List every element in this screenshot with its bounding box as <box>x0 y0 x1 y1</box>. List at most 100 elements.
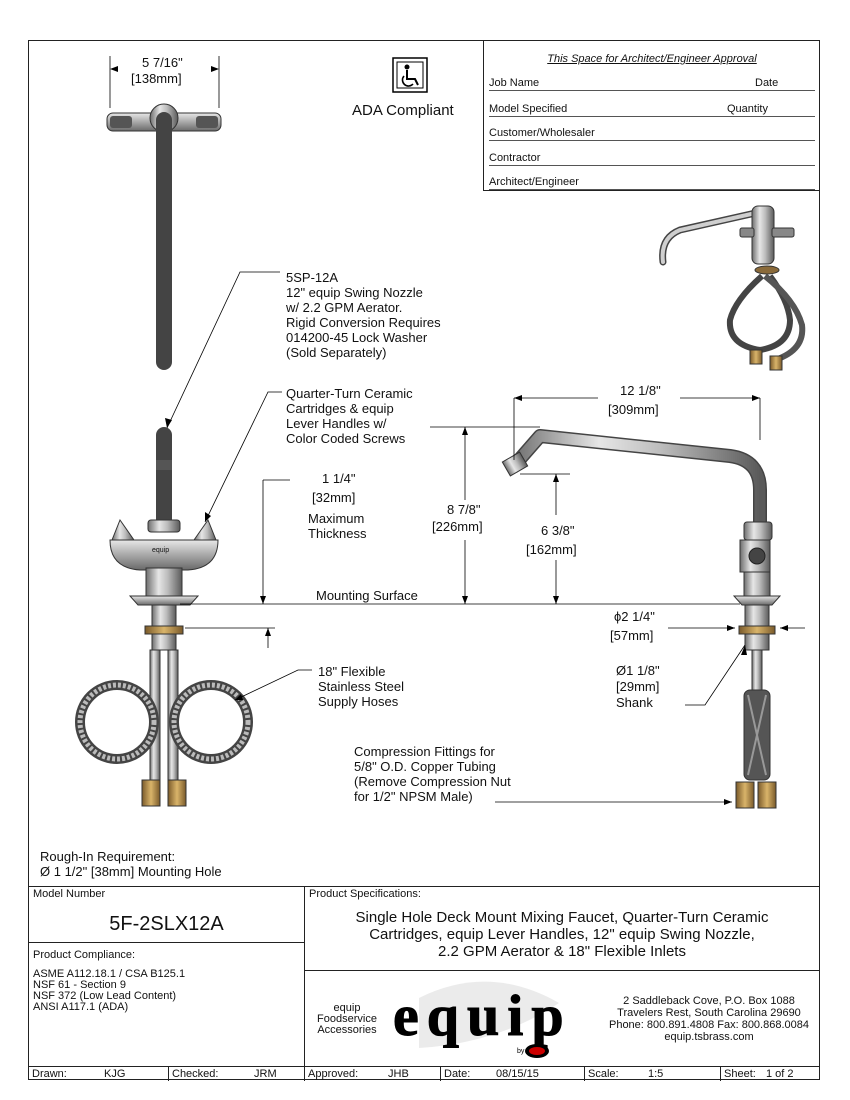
specs-line: Single Hole Deck Mount Mixing Faucet, Qu… <box>355 909 769 926</box>
brand-subtitle-line: Foodservice <box>317 1013 377 1025</box>
max-thickness-line: Maximum <box>308 511 365 526</box>
hoses-callout-line: Stainless Steel <box>318 679 404 694</box>
scale-label: Scale: <box>588 1068 619 1080</box>
base-diameter-label: ϕ2 1/4" <box>614 609 655 624</box>
product-specifications-box: Product Specifications: Single Hole Deck… <box>304 886 820 971</box>
specs-text: Single Hole Deck Mount Mixing Faucet, Qu… <box>305 909 819 960</box>
compliance-list: ASME A112.18.1 / CSA B125.1 NSF 61 - Sec… <box>33 969 185 1013</box>
date-label: Date: <box>444 1068 471 1080</box>
mounting-surface-label: Mounting Surface <box>316 588 418 603</box>
checked-value: JRM <box>254 1068 277 1080</box>
approved-label: Approved: <box>308 1068 359 1080</box>
specs-label: Product Specifications: <box>309 888 421 900</box>
date-value: 08/15/15 <box>496 1068 539 1080</box>
max-thickness-line: Thickness <box>308 526 367 541</box>
customer-label: Customer/Wholesaler <box>489 127 597 139</box>
nozzle-callout-line: Rigid Conversion Requires <box>286 315 441 330</box>
architect-label: Architect/Engineer <box>489 176 581 188</box>
side-view <box>501 429 782 809</box>
spout-height-mm-label: [162mm] <box>526 542 577 557</box>
hoses-callout-line: Supply Hoses <box>318 694 399 709</box>
drawing-info-row: Drawn: KJG Checked: JRM Approved: JHB Da… <box>28 1066 820 1081</box>
compression-callout-line: (Remove Compression Nut <box>354 774 511 789</box>
drawn-value: KJG <box>104 1068 126 1080</box>
compression-callout-line: for 1/2" NPSM Male) <box>354 789 473 804</box>
model-number: 5F-2SLX12A <box>109 913 224 935</box>
job-name-label: Job Name <box>489 77 542 89</box>
address-line: Travelers Rest, South Carolina 29690 <box>617 1007 801 1019</box>
reach-mm-label: [309mm] <box>608 402 659 417</box>
address-link[interactable]: equip.tsbrass.com <box>664 1031 754 1043</box>
shank-diameter-label: Ø1 1/8" <box>616 663 660 678</box>
ada-icon <box>392 57 428 93</box>
product-compliance-box: Product Compliance: ASME A112.18.1 / CSA… <box>28 942 305 1067</box>
front-view <box>75 427 253 807</box>
compliance-item: ASME A112.18.1 / CSA B125.1 <box>33 968 186 980</box>
thickness-label: 1 1/4" <box>322 471 356 486</box>
model-specified-field[interactable]: Model Specified Quantity <box>489 100 815 117</box>
brand-subtitle-line: Accessories <box>317 1024 377 1036</box>
compression-callout-line: 5/8" O.D. Copper Tubing <box>354 759 496 774</box>
height-label: 8 7/8" <box>447 502 481 517</box>
nozzle-callout-line: 12" equip Swing Nozzle <box>286 285 423 300</box>
cartridge-callout-line: Quarter-Turn Ceramic <box>286 386 413 401</box>
sheet-label: Sheet: <box>724 1068 756 1080</box>
top-view <box>106 56 222 370</box>
contractor-label: Contractor <box>489 152 543 164</box>
equip-logo: equip by <box>393 981 572 1058</box>
shank-diameter-mm-label: [29mm] <box>616 679 660 694</box>
compliance-label: Product Compliance: <box>33 949 136 961</box>
spout-height-label: 6 3/8" <box>541 523 575 538</box>
company-address: 2 Saddleback Cove, P.O. Box 1088 Travele… <box>599 995 819 1043</box>
nozzle-callout-line: 5SP-12A <box>286 270 339 285</box>
arrowheads <box>110 66 788 805</box>
scale-value: 1:5 <box>648 1068 664 1080</box>
hoses-callout-line: 18" Flexible <box>318 664 386 679</box>
handle-brand-mark: equip <box>152 547 170 554</box>
drawn-label: Drawn: <box>32 1068 67 1080</box>
address-line: 2 Saddleback Cove, P.O. Box 1088 <box>623 995 795 1007</box>
brand-by-text: by <box>517 1048 525 1055</box>
compression-callout: Compression Fittings for 5/8" O.D. Coppe… <box>354 744 511 804</box>
cartridge-callout: Quarter-Turn Ceramic Cartridges & equip … <box>286 386 413 446</box>
approval-box: This Space for Architect/Engineer Approv… <box>483 40 820 191</box>
cartridge-callout-line: Color Coded Screws <box>286 431 406 446</box>
model-specified-label: Model Specified <box>489 103 570 115</box>
compliance-item: ANSI A117.1 (ADA) <box>33 1001 129 1013</box>
model-number-box: Model Number 5F-2SLX12A <box>28 886 305 943</box>
max-thickness-label: Maximum Thickness <box>308 511 367 541</box>
compression-callout-line: Compression Fittings for <box>354 744 495 759</box>
top-width-mm-label: [138mm] <box>131 71 182 86</box>
specs-line: Cartridges, equip Lever Handles, 12" equ… <box>369 926 755 943</box>
hoses-callout: 18" Flexible Stainless Steel Supply Hose… <box>318 664 404 709</box>
top-width-label: 5 7/16" <box>142 55 183 70</box>
compliance-item: NSF 372 (Low Lead Content) <box>33 990 177 1002</box>
compliance-item: NSF 61 - Section 9 <box>33 979 126 991</box>
job-name-field[interactable]: Job Name Date <box>489 74 815 91</box>
nozzle-callout: 5SP-12A 12" equip Swing Nozzle w/ 2.2 GP… <box>286 270 441 360</box>
nozzle-callout-line: w/ 2.2 GPM Aerator. <box>286 300 403 315</box>
dimension-lines <box>166 271 805 803</box>
checked-label: Checked: <box>172 1068 219 1080</box>
specs-line: 2.2 GPM Aerator & 18" Flexible Inlets <box>438 943 686 960</box>
nozzle-callout-line: 014200-45 Lock Washer <box>286 330 428 345</box>
cartridge-callout-line: Cartridges & equip <box>286 401 394 416</box>
approved-value: JHB <box>388 1068 409 1080</box>
base-diameter-mm-label: [57mm] <box>610 628 654 643</box>
rough-in-line: Ø 1 1/2" [38mm] Mounting Hole <box>40 864 222 879</box>
address-line: Phone: 800.891.4808 Fax: 800.868.0084 <box>608 1019 809 1031</box>
brand-box: equip Foodservice Accessories equip by 2… <box>304 970 820 1067</box>
equip-logo-text: equip <box>393 983 572 1048</box>
contractor-field[interactable]: Contractor <box>489 149 815 166</box>
approval-header: This Space for Architect/Engineer Approv… <box>547 53 757 65</box>
customer-field[interactable]: Customer/Wholesaler <box>489 124 815 141</box>
thickness-mm-label: [32mm] <box>312 490 356 505</box>
date-label: Date <box>755 77 781 89</box>
quantity-label: Quantity <box>727 103 770 115</box>
architect-field[interactable]: Architect/Engineer <box>489 173 815 190</box>
cartridge-callout-line: Lever Handles w/ <box>286 416 387 431</box>
shank-label: Shank <box>616 695 653 710</box>
nozzle-callout-line: (Sold Separately) <box>286 345 387 360</box>
rough-in-requirement: Rough-In Requirement: Ø 1 1/2" [38mm] Mo… <box>40 849 222 879</box>
